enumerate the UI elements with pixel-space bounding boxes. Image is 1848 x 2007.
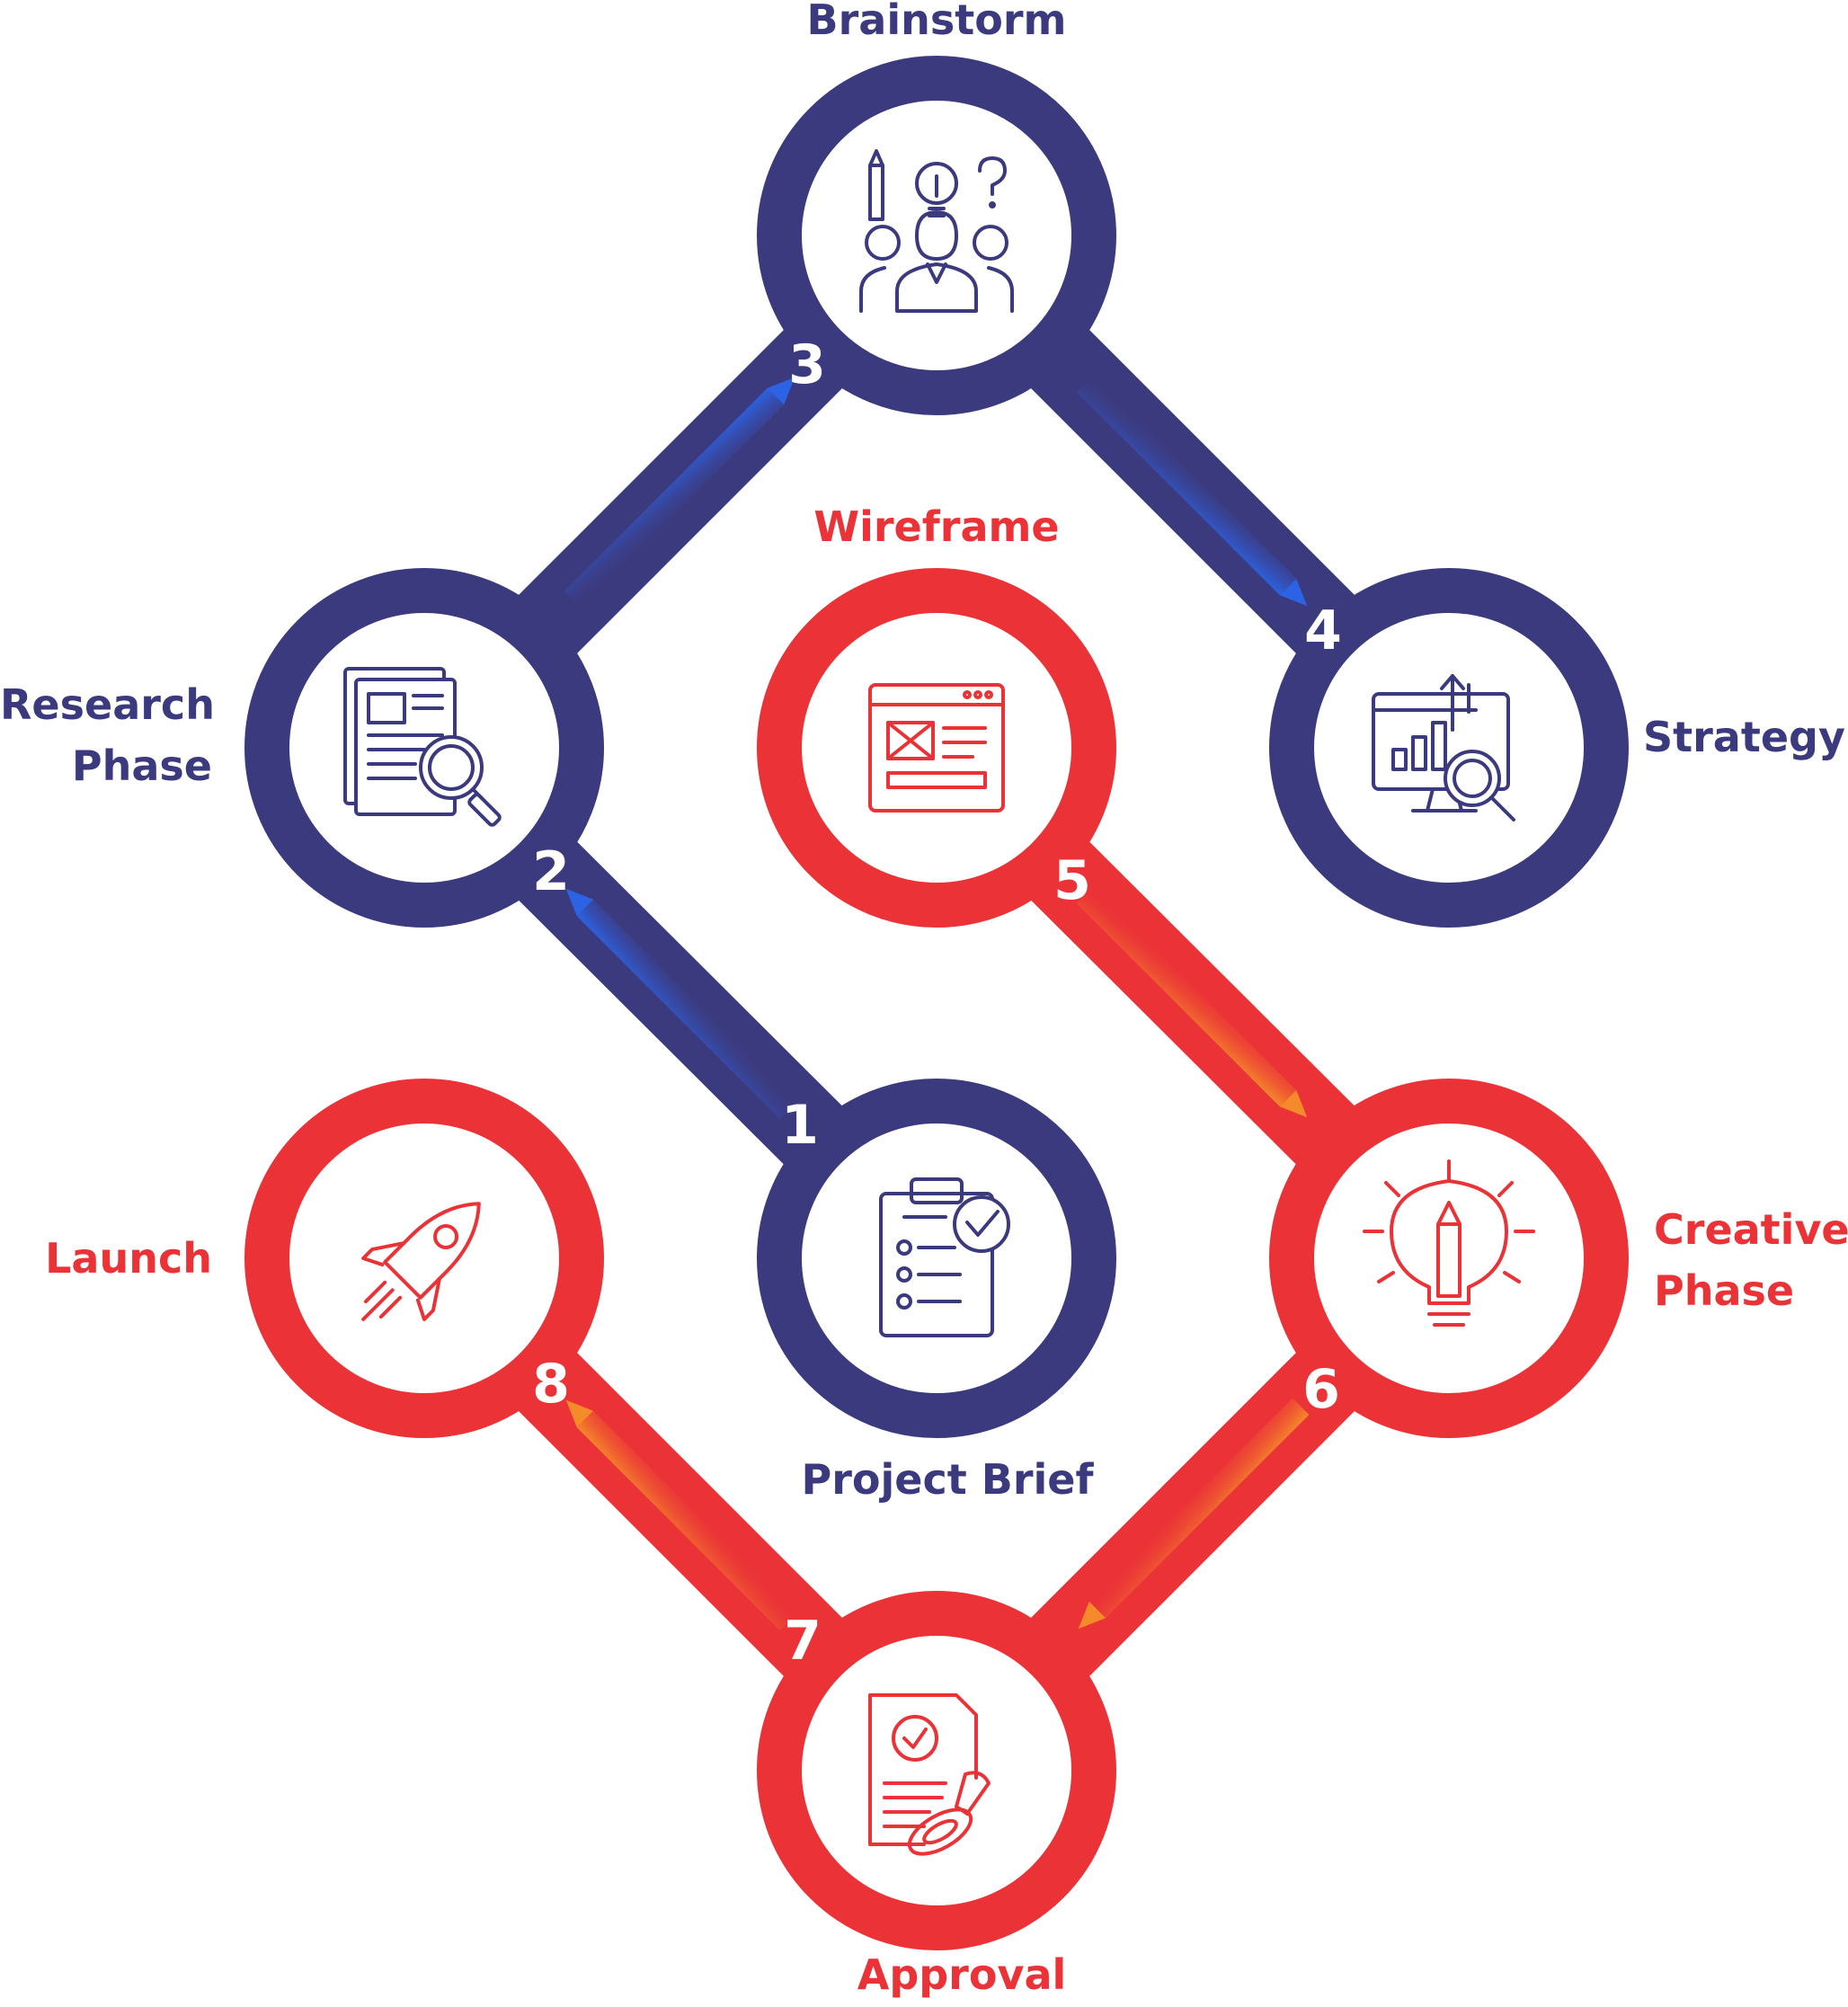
step-number-8: 8 bbox=[532, 1353, 570, 1416]
ring-1 bbox=[757, 1079, 1116, 1438]
rocket-icon bbox=[361, 1202, 481, 1321]
label-wireframe: Wireframe bbox=[813, 502, 1060, 551]
step-number-2: 2 bbox=[532, 840, 570, 903]
connectors bbox=[395, 206, 1479, 1800]
monitor-analytics-icon bbox=[1372, 674, 1515, 821]
team-idea-icon bbox=[859, 149, 1014, 313]
ring-3 bbox=[757, 56, 1116, 415]
label-strategy: Strategy bbox=[1643, 713, 1845, 761]
clipboard-checklist-icon bbox=[879, 1177, 1010, 1337]
ring-7 bbox=[757, 1591, 1116, 1950]
document-search-icon bbox=[343, 667, 502, 827]
lightbulb-pencil-icon bbox=[1363, 1159, 1535, 1327]
step-number-1: 1 bbox=[781, 1094, 819, 1157]
approval-stamp-icon bbox=[868, 1693, 991, 1856]
icons bbox=[343, 149, 1535, 1856]
browser-wireframe-icon bbox=[868, 683, 1005, 813]
ring-5 bbox=[757, 568, 1116, 928]
label-brainstorm: Brainstorm bbox=[806, 0, 1067, 44]
label-project-brief: Project Brief bbox=[801, 1455, 1094, 1504]
ring-8 bbox=[244, 1079, 604, 1438]
step-number-4: 4 bbox=[1304, 599, 1342, 662]
label-creative-phase: Creative Phase bbox=[1654, 1205, 1848, 1315]
ring-4 bbox=[1269, 568, 1629, 928]
label-research-phase: Research Phase bbox=[0, 680, 215, 790]
step-number-6: 6 bbox=[1302, 1358, 1340, 1421]
rings bbox=[244, 56, 1629, 1950]
label-launch: Launch bbox=[45, 1234, 212, 1283]
step-number-7: 7 bbox=[784, 1610, 822, 1673]
step-number-3: 3 bbox=[788, 333, 826, 396]
connector-accents bbox=[564, 375, 1310, 1631]
step-number-5: 5 bbox=[1053, 849, 1091, 912]
label-approval: Approval bbox=[857, 1950, 1067, 1999]
